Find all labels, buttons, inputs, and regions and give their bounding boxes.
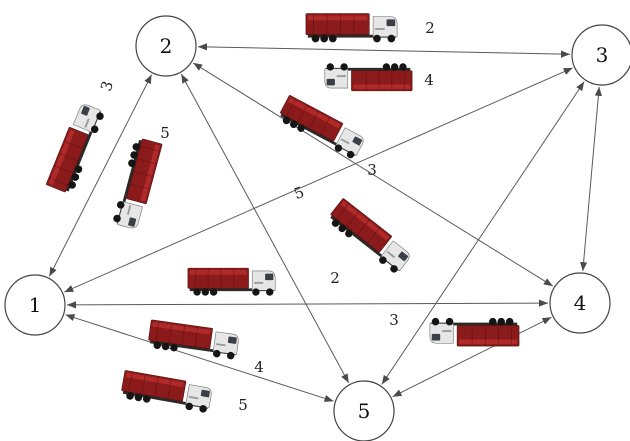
edge-weight-3-5: 3	[389, 311, 399, 329]
node-4: 4	[549, 272, 611, 334]
truck-icon	[119, 369, 214, 415]
node-circle	[135, 15, 197, 77]
edge-1-4	[66, 299, 549, 309]
node-label: 2	[160, 34, 173, 58]
node-circle	[549, 272, 611, 334]
node-3: 3	[571, 24, 630, 86]
truck-icon	[324, 62, 413, 92]
edge-weight-1-5: 4	[254, 358, 264, 376]
edge-weight-2-1: 3	[97, 79, 117, 94]
edge-3-4	[580, 86, 602, 272]
truck-icon	[187, 267, 276, 297]
edge-2-3	[197, 43, 571, 58]
edge-weight-1-4: 2	[330, 269, 340, 287]
node-circle	[4, 274, 66, 336]
truck-icon	[276, 94, 368, 161]
truck-icon	[325, 197, 414, 276]
nodes-layer: 1 2 3 4 5	[4, 15, 630, 441]
truck-icon	[111, 136, 163, 231]
node-label: 1	[29, 293, 42, 317]
edge-1-5	[65, 314, 334, 402]
truck-icon	[45, 101, 107, 196]
edge-weight-4-5: 5	[238, 396, 248, 414]
truck-icon	[429, 317, 520, 347]
trucks-layer	[45, 13, 520, 415]
node-label: 4	[574, 291, 587, 315]
node-2: 2	[135, 15, 197, 77]
node-5: 5	[333, 380, 395, 441]
edge-weight-2-5: 5	[160, 124, 170, 142]
edge-weight-3-4: 4	[424, 71, 434, 89]
edge-weight-2-4: 3	[367, 161, 377, 179]
node-circle	[333, 380, 395, 441]
node-label: 3	[596, 43, 609, 67]
edge-weight-2-3: 2	[425, 19, 435, 37]
truck-icon	[146, 319, 241, 361]
node-label: 5	[358, 399, 371, 423]
edges-layer	[48, 43, 602, 402]
truck-icon	[305, 13, 398, 43]
edge-4-5	[392, 316, 552, 398]
node-circle	[571, 24, 630, 86]
node-1: 1	[4, 274, 66, 336]
